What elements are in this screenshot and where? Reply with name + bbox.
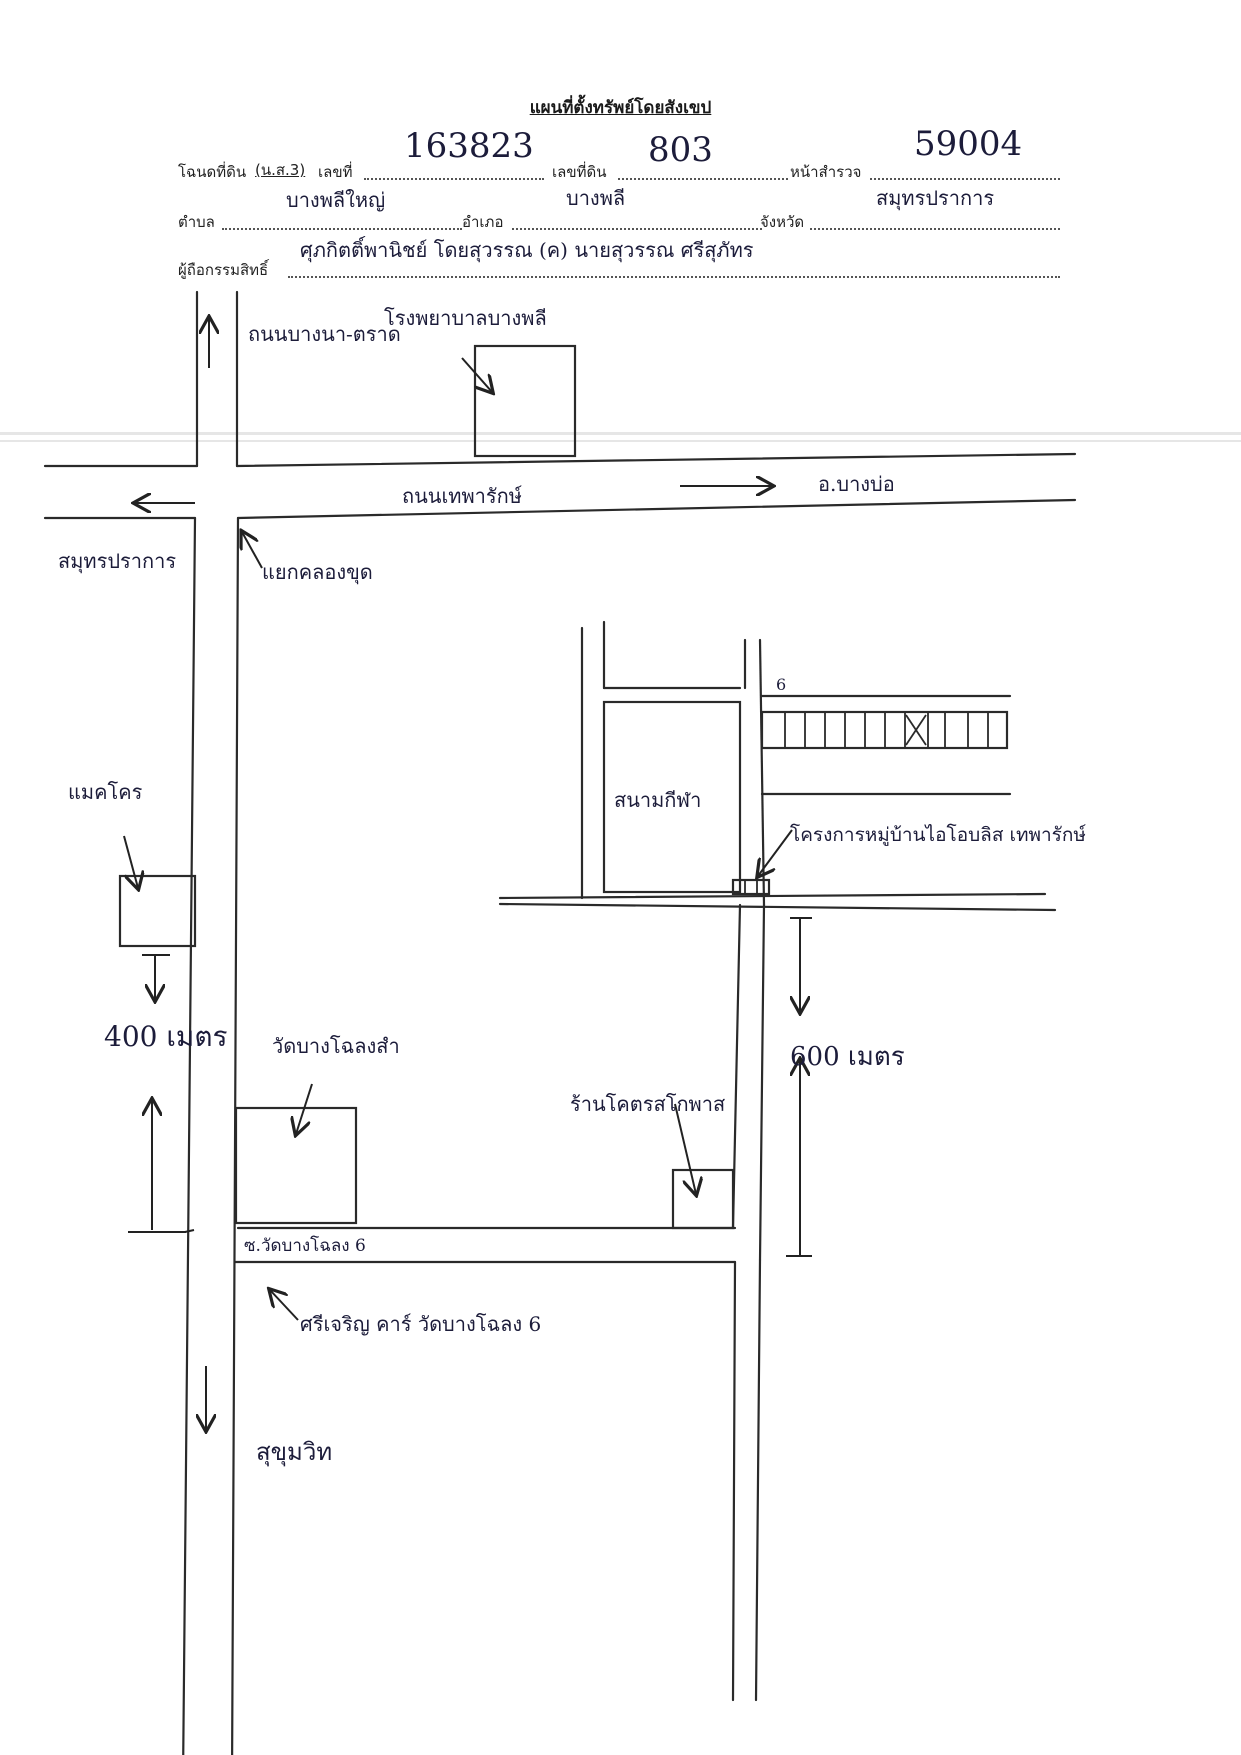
right-road-east-edge <box>758 903 766 1262</box>
subdistrict-value: บางพลีใหญ่ <box>286 188 386 212</box>
road-north-label: ถนนบางนา-ตราด <box>248 322 401 346</box>
main-road-south-edge-east <box>236 498 1077 520</box>
subdistrict-dotted-line <box>222 228 462 230</box>
hospital-box <box>473 344 577 458</box>
survey-page-dotted-line <box>870 178 1060 180</box>
province-label: จังหวัด <box>760 213 805 231</box>
right-distance-label: 600 เมตร <box>790 1042 905 1072</box>
left-landmark-label: แมคโคร <box>68 780 143 804</box>
marker-six-label: 6 <box>776 675 787 694</box>
owner-dotted-line <box>288 276 1060 278</box>
soi-label: ซ.วัดบางโฉลง 6 <box>244 1236 366 1256</box>
road-south-label: สุขุมวิท <box>256 1438 333 1466</box>
gate-marker <box>731 878 771 896</box>
to-west-label: สมุทรปราการ <box>58 549 177 573</box>
district-value: บางพลี <box>566 186 626 210</box>
left-landmark-box <box>118 874 197 948</box>
owner-value: ศุภกิตติ์พานิชย์ โดยสุวรรณ (ค) นายสุวรรณ… <box>300 238 754 262</box>
shop-label: ร้านโคตรสโกพาส <box>570 1092 726 1116</box>
district-dotted-line <box>512 228 762 230</box>
number-dotted-line <box>364 178 544 180</box>
stadium-label: สนามกีฬา <box>614 788 702 812</box>
main-road-label: ถนนเทพารักษ์ <box>402 484 522 508</box>
main-road-north-edge-east <box>235 452 1077 468</box>
district-label: อำเภอ <box>462 213 504 231</box>
project-arrow <box>758 829 793 876</box>
land-no-label: เลขที่ดิน <box>552 163 607 181</box>
scan-artifact-line <box>0 440 1241 442</box>
number-value: 163823 <box>404 126 534 166</box>
survey-page-label: หน้าสำรวจ <box>790 163 862 181</box>
right-road-west-edge <box>731 903 742 1230</box>
owner-label: ผู้ถือกรรมสิทธิ์ <box>178 261 269 279</box>
right-road-lower-east <box>754 1258 762 1702</box>
stadium-box <box>602 700 742 894</box>
hospital-label: โรงพยาบาลบางพลี <box>384 306 547 330</box>
left-landmark-arrow <box>123 835 138 888</box>
number-label: เลขที่ <box>318 163 353 181</box>
shop-arrow <box>674 1103 696 1194</box>
to-east-label: อ.บางบ่อ <box>818 472 895 496</box>
document-title: แผนที่ตั้งทรัพย์โดยสังเขป <box>529 98 712 118</box>
bottom-landmark-label: ศรีเจริญ คาร์ วัดบางโฉลง 6 <box>300 1312 542 1336</box>
marker-x-label: X <box>908 716 909 717</box>
bottom-landmark-arrow <box>270 1290 299 1321</box>
intersection-arrow <box>242 532 263 569</box>
province-dotted-line <box>810 228 1060 230</box>
village-road-north-edge <box>498 892 1047 900</box>
survey-page-value: 59004 <box>914 124 1023 164</box>
middle-landmark-box <box>234 1106 358 1225</box>
land-no-value: 803 <box>648 130 713 170</box>
province-value: สมุทรปราการ <box>876 186 995 210</box>
shop-box <box>671 1168 735 1230</box>
deed-label: โฉนดที่ดิน <box>178 163 247 181</box>
hospital-arrow <box>461 357 492 392</box>
left-distance-label: 400 เมตร <box>104 1020 228 1053</box>
middle-landmark-arrow <box>296 1083 313 1134</box>
intersection-label: แยกคลองขุด <box>262 560 373 584</box>
upper-road-east-edge <box>758 638 766 907</box>
deed-type: (น.ส.3) <box>255 161 306 179</box>
scan-artifact-line <box>0 432 1241 435</box>
land-no-dotted-line <box>618 178 788 180</box>
middle-landmark-label: วัดบางโฉลงสำ <box>272 1034 400 1058</box>
right-road-lower-west <box>731 1260 737 1702</box>
village-road-south-edge <box>498 902 1057 912</box>
road-south-west-edge <box>182 516 197 1755</box>
village-project-label: โครงการหมู่บ้านไอโอบลิส เทพารักษ์ <box>790 824 1086 846</box>
subdistrict-label: ตำบล <box>178 213 215 231</box>
